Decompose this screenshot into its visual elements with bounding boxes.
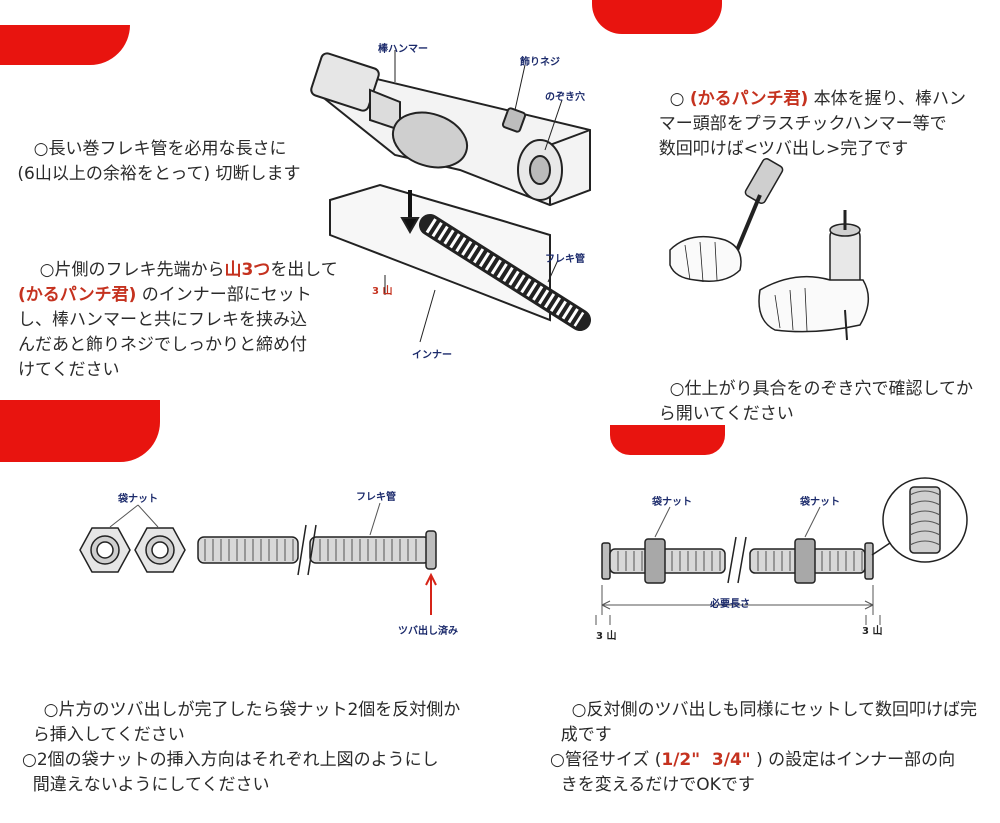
label-peep-hole: のぞき穴	[545, 92, 585, 103]
punch-tool-diagram	[310, 50, 591, 343]
label-rod-hammer: 棒ハンマー	[378, 44, 428, 55]
step1-text-1: ○長い巻フレキ管を必用な長さに (6山以上の余裕をとって) 切断します	[12, 139, 301, 184]
label-nut-left-step4: 袋ナット	[652, 497, 692, 508]
step2-banner	[592, 0, 722, 34]
label-three-threads-1: 3 山	[372, 286, 393, 297]
label-required-length: 必要長さ	[710, 599, 750, 610]
label-inner: インナー	[412, 350, 452, 361]
step4-text: ○反対側のツバ出しも同様にセットして数回叩けば完 成です○管径サイズ (1/2"…	[550, 700, 977, 795]
hammering-illustration	[669, 158, 869, 341]
step1-banner	[0, 25, 130, 65]
label-nut-right-step4: 袋ナット	[800, 497, 840, 508]
finished-pipe-diagram	[595, 477, 968, 625]
label-flex-pipe-step3: フレキ管	[356, 492, 396, 503]
step2-text-1: ○ (かるパンチ君) 本体を握り、棒ハン マー頭部をプラスチックハンマー等で 数…	[648, 89, 966, 159]
step3-banner	[0, 400, 160, 462]
nut-and-pipe-diagram	[79, 502, 437, 615]
step1-text-2: ○片側のフレキ先端から山3つを出して(かるパンチ君) のインナー部にセットし、棒…	[18, 260, 338, 380]
step4-banner	[610, 425, 725, 455]
label-deco-screw: 飾りネジ	[520, 57, 560, 68]
step3-text: ○片方のツバ出しが完了したら袋ナット2個を反対側か ら挿入してください○2個の袋…	[22, 700, 461, 795]
label-flex-pipe-1: フレキ管	[545, 254, 585, 265]
step2-text-2: ○仕上がり具合をのぞき穴で確認してか ら開いてください	[648, 379, 973, 424]
label-nut-step3: 袋ナット	[118, 494, 158, 505]
label-three-right-step4: 3 山	[862, 626, 883, 637]
label-flared: ツバ出し済み	[398, 626, 458, 637]
label-three-left-step4: 3 山	[596, 631, 617, 642]
